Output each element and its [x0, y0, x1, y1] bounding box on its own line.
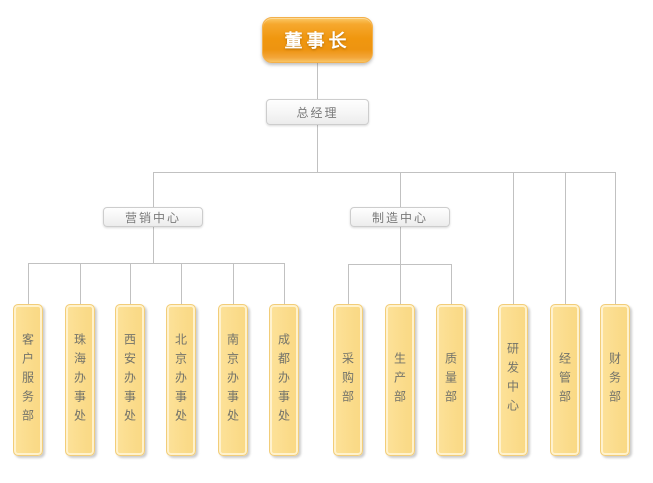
connector-to-customer-service-dept [28, 263, 29, 304]
connector-to-rnd-center [513, 172, 514, 304]
org-node-xian-office[interactable]: 西安办事处 [115, 304, 145, 456]
org-node-manufacturing-center[interactable]: 制造中心 [350, 207, 450, 227]
connector-level2-rail [153, 172, 616, 173]
connector-marketing-rail [28, 263, 285, 264]
connector-gm-down [317, 125, 318, 172]
connector-chairman-to-gm [317, 63, 318, 99]
org-node-general-manager[interactable]: 总经理 [266, 99, 369, 125]
connector-to-marketing-center [153, 172, 154, 207]
org-node-purchasing-dept[interactable]: 采购部 [333, 304, 363, 456]
org-node-business-management-dept[interactable]: 经管部 [550, 304, 580, 456]
org-node-chengdu-office[interactable]: 成都办事处 [269, 304, 299, 456]
connector-to-xian-office [130, 263, 131, 304]
org-node-chairman[interactable]: 董事长 [262, 17, 373, 63]
connector-to-production-dept [400, 264, 401, 304]
org-node-customer-service-dept[interactable]: 客户服务部 [13, 304, 43, 456]
connector-to-beijing-office [181, 263, 182, 304]
org-node-beijing-office[interactable]: 北京办事处 [166, 304, 196, 456]
org-node-production-dept[interactable]: 生产部 [385, 304, 415, 456]
connector-to-chengdu-office [284, 263, 285, 304]
org-node-nanjing-office[interactable]: 南京办事处 [218, 304, 248, 456]
org-node-quality-dept[interactable]: 质量部 [436, 304, 466, 456]
connector-to-nanjing-office [233, 263, 234, 304]
connector-to-quality-dept [451, 264, 452, 304]
connector-to-zhuhai-office [80, 263, 81, 304]
org-node-zhuhai-office[interactable]: 珠海办事处 [65, 304, 95, 456]
org-node-marketing-center[interactable]: 营销中心 [103, 207, 203, 227]
connector-to-manufacturing-center [400, 172, 401, 207]
connector-to-finance-dept [615, 172, 616, 304]
org-node-finance-dept[interactable]: 财务部 [600, 304, 630, 456]
connector-manufacturing-down [400, 225, 401, 264]
connector-to-purchasing-dept [348, 264, 349, 304]
org-node-rnd-center[interactable]: 研发中心 [498, 304, 528, 456]
connector-to-business-management-dept [565, 172, 566, 304]
connector-marketing-down [153, 226, 154, 263]
